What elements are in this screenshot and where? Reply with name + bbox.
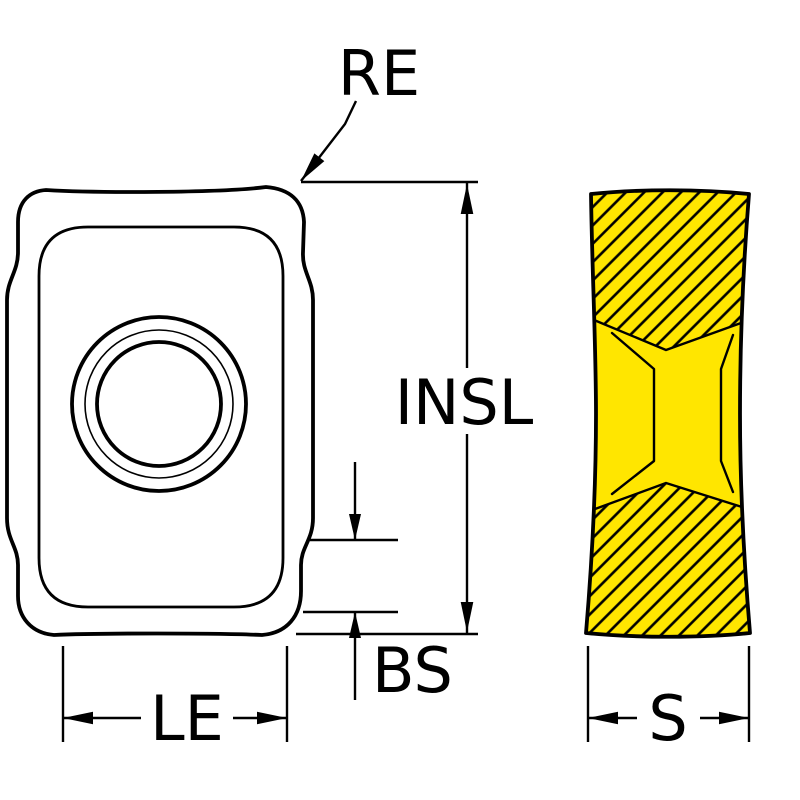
- dimension-re: RE: [300, 37, 420, 182]
- insl-label: INSL: [395, 366, 534, 439]
- insl-extension-lines: [296, 180, 478, 636]
- le-arrowhead-right: [257, 711, 287, 725]
- side-view-hole-profile: [610, 331, 735, 496]
- insert-front-view: [5, 185, 315, 637]
- side-view-hatch-bottom: [586, 483, 750, 637]
- bs-arrowhead-top: [349, 514, 361, 540]
- insert-side-view: [584, 188, 752, 639]
- dimension-s: S: [586, 646, 751, 755]
- front-view-inner-contour: [37, 225, 285, 609]
- re-arrowhead: [301, 153, 325, 181]
- dimension-insl: INSL: [296, 180, 534, 636]
- side-view-hatch-top: [591, 190, 749, 350]
- le-label: LE: [150, 682, 224, 755]
- s-arrowhead-left: [588, 711, 618, 725]
- front-view-outline: [5, 185, 315, 637]
- insl-arrowhead-top: [460, 184, 474, 214]
- s-extension-lines: [586, 646, 751, 742]
- bs-arrowhead-bottom: [349, 612, 361, 638]
- bs-label: BS: [372, 634, 453, 707]
- bs-extension-lines: [303, 538, 398, 614]
- center-hole-rim: [84, 329, 234, 479]
- le-arrowhead-left: [63, 711, 93, 725]
- re-label: RE: [338, 37, 420, 110]
- le-extension-lines: [61, 646, 289, 742]
- s-arrowhead-right: [719, 711, 749, 725]
- center-hole: [95, 340, 223, 468]
- dimension-le: LE: [61, 646, 289, 755]
- insl-arrowhead-bottom: [460, 602, 474, 632]
- center-hole-countersink: [70, 315, 248, 493]
- side-view-hatch-boundary-lines: [592, 318, 744, 511]
- side-view-outline: [584, 188, 752, 639]
- s-label: S: [648, 682, 687, 755]
- dimension-bs: BS: [303, 462, 453, 707]
- dimensions: RE INSL BS LE: [61, 37, 751, 755]
